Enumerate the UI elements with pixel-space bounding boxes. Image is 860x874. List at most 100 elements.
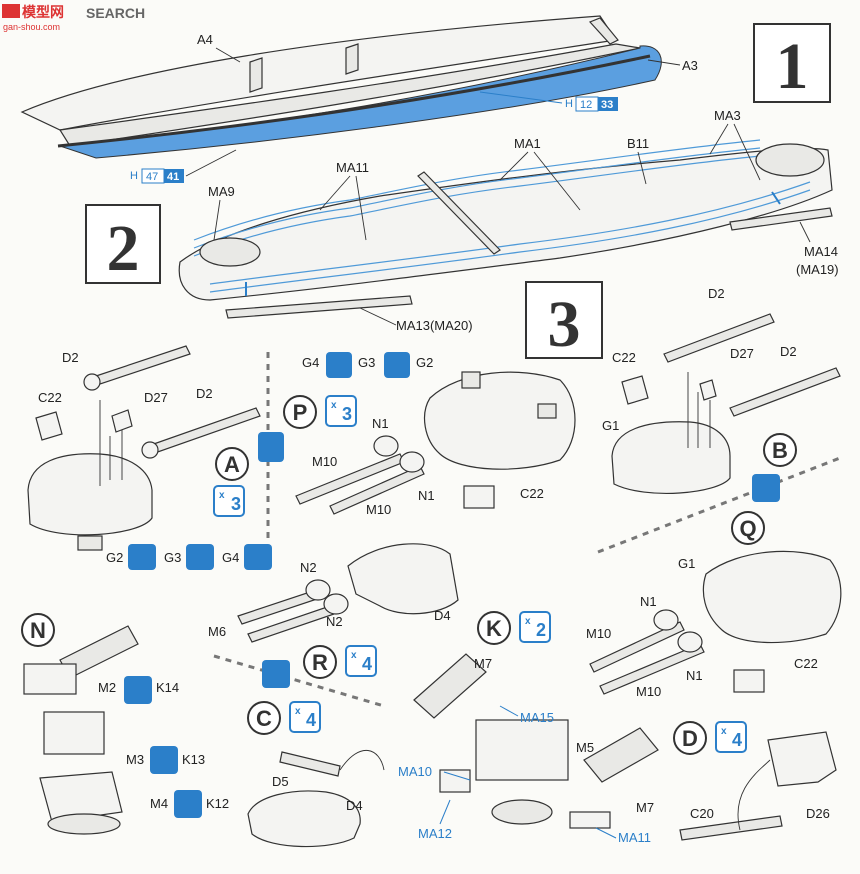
assembly-q-letter: Q <box>739 516 756 541</box>
assembly-d-marker <box>673 721 707 755</box>
label-n-k12: K12 <box>206 796 229 811</box>
gun-mount-n2-lower <box>323 593 349 615</box>
part-d5 <box>279 751 341 777</box>
glue-icon <box>752 474 780 502</box>
photo-etch-ma13 <box>225 295 413 319</box>
assembly-a-turret-base: D2 C22 D27 D2 G2 G3 G4 A x 3 <box>27 345 284 570</box>
svg-text:x: x <box>331 400 337 411</box>
leader-a3 <box>647 59 681 66</box>
deck-railing-ma11 <box>193 139 761 241</box>
assembly-d-crane: D x 4 C20 D26 <box>673 721 837 841</box>
watermark: 模型网 SEARCH gan-shou.com <box>2 4 145 32</box>
color-callout-h-47-41: H 47 41 <box>130 149 237 184</box>
part-c22 <box>35 411 63 441</box>
label-a-d2a: D2 <box>62 350 79 365</box>
separator-b-q <box>597 456 841 554</box>
label-b-c22: C22 <box>612 350 636 365</box>
label-k-m7a: M7 <box>474 656 492 671</box>
glue-icon <box>262 660 290 688</box>
separator-r-c <box>213 654 385 708</box>
label-k-m5: M5 <box>576 740 594 755</box>
label-c-d5: D5 <box>272 774 289 789</box>
hull-bulkhead-2 <box>345 43 359 75</box>
assembly-c-marker <box>247 701 281 735</box>
label-r-m6: M6 <box>208 624 226 639</box>
label-r-n2b: N2 <box>326 614 343 629</box>
watermark-search: SEARCH <box>86 5 145 21</box>
hull-assembly: A4 A3 H 12 33 H 47 41 <box>20 15 698 184</box>
label-c-d4: D4 <box>346 798 363 813</box>
leader-a4 <box>215 47 241 63</box>
part-c22-b <box>621 375 649 405</box>
barrel-m10-lower <box>329 465 425 515</box>
glue-icon <box>258 432 284 462</box>
assembly-p-turret: G4 G3 G2 N1 M10 N1 M10 C22 P x 3 <box>283 352 576 517</box>
glue-icon <box>384 352 410 378</box>
h-num-41: 41 <box>167 171 179 183</box>
crane-arm-c20 <box>679 815 783 841</box>
step-1-box: 1 <box>753 23 831 103</box>
turret-housing-g1 <box>702 550 842 644</box>
svg-text:x: x <box>721 726 727 737</box>
assembly-r-secondary-turret: N2 M6 N2 D4 R x 4 <box>208 543 459 688</box>
secondary-turret-d4 <box>347 543 459 615</box>
gun-mount-n1-lower <box>399 451 425 473</box>
assembly-q-marker <box>731 511 765 545</box>
label-r-d4: D4 <box>434 608 451 623</box>
label-n-m3: M3 <box>126 752 144 767</box>
director-m7-lower <box>583 727 659 783</box>
aa-cradle <box>23 663 77 695</box>
label-b-d2a: D2 <box>708 286 725 301</box>
step-3-number: 3 <box>548 288 581 361</box>
step-1-number: 1 <box>776 30 809 103</box>
label-q-g1: G1 <box>678 556 695 571</box>
label-b-d2b: D2 <box>780 344 797 359</box>
assembly-d-letter: D <box>682 726 698 751</box>
label-n-m4: M4 <box>150 796 168 811</box>
deck-turret-barbette-fore <box>755 143 825 177</box>
label-b-g1: G1 <box>602 418 619 433</box>
glue-icon <box>150 746 178 774</box>
deck-b11 <box>178 147 833 301</box>
turret-housing-g2 <box>423 371 576 470</box>
label-p-g4: G4 <box>302 355 319 370</box>
h-num-12: 12 <box>580 99 592 111</box>
label-a-g2: G2 <box>106 550 123 565</box>
turret-base-g <box>27 453 153 536</box>
watermark-url: gan-shou.com <box>3 22 60 32</box>
label-k-m7b: M7 <box>636 800 654 815</box>
step-2-number: 2 <box>107 212 140 285</box>
part-ma11 <box>569 811 611 829</box>
label-n-k14: K14 <box>156 680 179 695</box>
label-a3: A3 <box>682 58 698 73</box>
barrel-d2-b-left <box>663 313 775 363</box>
label-a-g3: G3 <box>164 550 181 565</box>
deck-turret-barbette-aft <box>199 237 261 267</box>
assembly-b-turret-base: D2 C22 D27 D2 G1 B <box>602 286 841 502</box>
assembly-n-marker <box>21 613 55 647</box>
label-p-g3: G3 <box>358 355 375 370</box>
assembly-a-marker <box>215 447 249 481</box>
label-k-ma10: MA10 <box>398 764 432 779</box>
watermark-logo-icon <box>2 4 20 18</box>
assembly-a-qty-box <box>213 485 245 517</box>
mount-base-d4 <box>247 790 361 848</box>
glue-icon <box>128 544 156 570</box>
assembly-q-turret: G1 N1 M10 N1 M10 C22 Q <box>586 511 842 699</box>
label-p-n1a: N1 <box>372 416 389 431</box>
barrel-d2-b-right <box>729 367 841 417</box>
label-p-c22: C22 <box>520 486 544 501</box>
assembly-a-qty: 3 <box>231 494 241 514</box>
label-b-d27: D27 <box>730 346 754 361</box>
label-q-m10b: M10 <box>636 684 661 699</box>
h-num-33: 33 <box>601 99 613 111</box>
label-p-g2: G2 <box>416 355 433 370</box>
step-3-box: 3 <box>525 281 603 361</box>
part-d27 <box>111 409 133 433</box>
assembly-k-letter: K <box>486 616 502 641</box>
assembly-n-letter: N <box>30 618 46 643</box>
assembly-d-qty-box <box>715 721 747 753</box>
label-a-g4: G4 <box>222 550 239 565</box>
